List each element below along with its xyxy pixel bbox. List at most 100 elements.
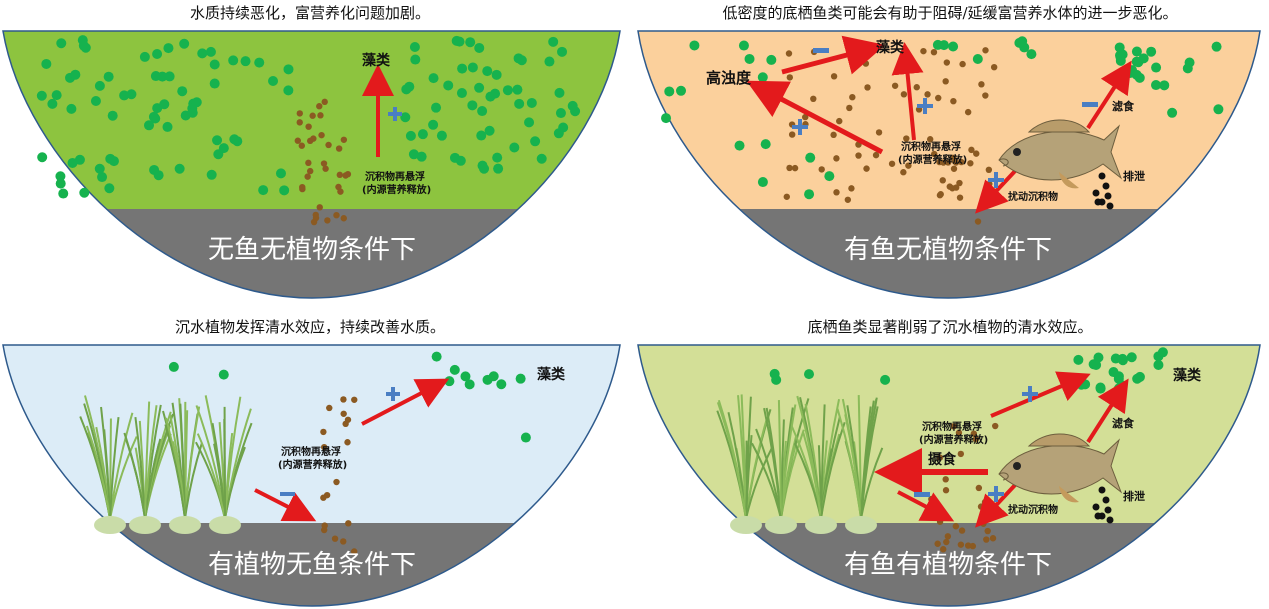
algae-cell	[474, 82, 485, 93]
algae-cell	[70, 69, 81, 80]
sediment-particle	[984, 527, 991, 535]
sediment-particle	[990, 63, 998, 71]
plant-tuft	[195, 395, 253, 534]
sediment-particle	[980, 520, 987, 527]
sediment-particle	[982, 47, 989, 54]
sediment-particle	[950, 165, 958, 172]
algae-cell	[229, 134, 240, 145]
algae-cell	[457, 63, 468, 74]
algae-cell	[144, 120, 155, 131]
algae-cell	[467, 62, 478, 73]
sediment-particle	[333, 211, 340, 219]
sediment-particle	[964, 108, 972, 116]
algae-cell	[1117, 353, 1128, 364]
algae-cell	[1159, 80, 1170, 91]
algae-cell	[444, 376, 455, 387]
sediment-particle	[783, 193, 790, 200]
sediment-particle	[956, 194, 964, 201]
algae-cell	[400, 112, 411, 123]
sediment-particle	[936, 518, 944, 525]
sediment-particle	[942, 78, 949, 85]
algae-cell	[152, 48, 163, 59]
sediment-particle	[985, 499, 992, 507]
algae-cell	[512, 84, 523, 95]
algae-cell	[1132, 373, 1143, 384]
algae-cell	[417, 129, 428, 140]
plant-tuft	[123, 401, 174, 534]
sediment-particle	[322, 165, 329, 172]
algae-cell	[1153, 359, 1164, 370]
algae-cell	[174, 163, 185, 174]
sediment-particle	[810, 95, 817, 103]
sediment-particle	[331, 535, 339, 542]
panel-2-caption: 低密度的底栖鱼类可能会有助于阻碍/延缓富营养水体的进一步恶化。	[722, 4, 1178, 22]
submerged-plants	[79, 395, 253, 534]
arrow-fish-filter-feeding	[1086, 60, 1132, 130]
algae-cell	[496, 379, 507, 390]
algae-cell	[515, 373, 526, 384]
algae-cell	[55, 171, 66, 182]
condition-label: 有植物无鱼条件下	[208, 550, 416, 580]
turbidity-label: 高浊度	[706, 69, 752, 87]
algae-cell	[1213, 104, 1224, 115]
sediment-particle	[321, 98, 328, 106]
algae-cell	[179, 38, 190, 49]
sediment-particle	[905, 162, 912, 169]
plant-tuft	[79, 395, 138, 534]
algae-cell	[454, 36, 465, 47]
algae-cell	[218, 369, 229, 380]
sediment-particle	[957, 541, 965, 548]
panel-2-fish-no-plants: 藻类 高浊度 滤食 沉积物再悬浮 (内源营养释放) 扰动沉积物 排泄 有鱼无植物…	[636, 0, 1266, 300]
algae-cell	[168, 361, 179, 372]
algae-cell	[206, 169, 217, 180]
algae-cell	[94, 80, 105, 91]
algae-cell	[509, 142, 520, 153]
algae-cell	[661, 113, 672, 124]
sediment-particle	[944, 533, 952, 540]
plant-tuft	[836, 395, 884, 534]
algae-cell	[757, 72, 768, 83]
algae-cell	[805, 152, 816, 163]
algae-cell	[157, 71, 168, 82]
sediment-particles	[294, 98, 352, 226]
algae-cell	[431, 351, 442, 362]
sediment-particle	[978, 81, 985, 88]
sediment-particle	[964, 542, 972, 549]
arrow-resuspension-to-algae	[361, 378, 450, 426]
sediment-particle	[959, 60, 966, 68]
sediment-particle	[924, 91, 931, 98]
sediment-particle	[321, 522, 328, 529]
algae-cell	[1157, 347, 1168, 358]
excretion-label: 排泄	[1123, 489, 1145, 503]
sediment-particle	[970, 430, 978, 437]
algae-cell	[119, 90, 130, 101]
sediment-particle	[306, 167, 314, 175]
sediment-particles	[783, 47, 998, 225]
algae-cell	[1093, 352, 1104, 363]
algae-cell	[416, 151, 427, 162]
sediment-particle	[985, 166, 993, 174]
sediment-particle	[337, 188, 344, 195]
condition-label: 有鱼有植物条件下	[844, 550, 1052, 580]
sediment-particles	[320, 396, 358, 555]
benthic-fish	[998, 433, 1123, 503]
sediment-particle	[863, 165, 870, 172]
plus-sign	[386, 387, 400, 401]
sediment-particle	[335, 145, 343, 152]
algae-cell	[738, 40, 749, 51]
sediment-particle	[931, 150, 938, 158]
sediment-particle	[872, 151, 880, 159]
algae-cell	[548, 36, 559, 47]
disturb-sediment-label: 扰动沉积物	[1008, 190, 1058, 203]
sediment-particle	[317, 112, 324, 119]
arrow-resuspension-to-turbidity	[746, 80, 884, 155]
sediment-particle	[340, 410, 347, 417]
algae-cell	[258, 185, 269, 196]
sediment-particle	[849, 93, 856, 101]
sediment-particle	[316, 204, 323, 211]
sediment-particle	[296, 119, 303, 126]
arrow-fish-disturb-sediment	[975, 168, 1018, 214]
sediment-particle	[974, 218, 982, 225]
sediment-particle	[982, 92, 989, 99]
sediment-particle	[936, 158, 943, 166]
